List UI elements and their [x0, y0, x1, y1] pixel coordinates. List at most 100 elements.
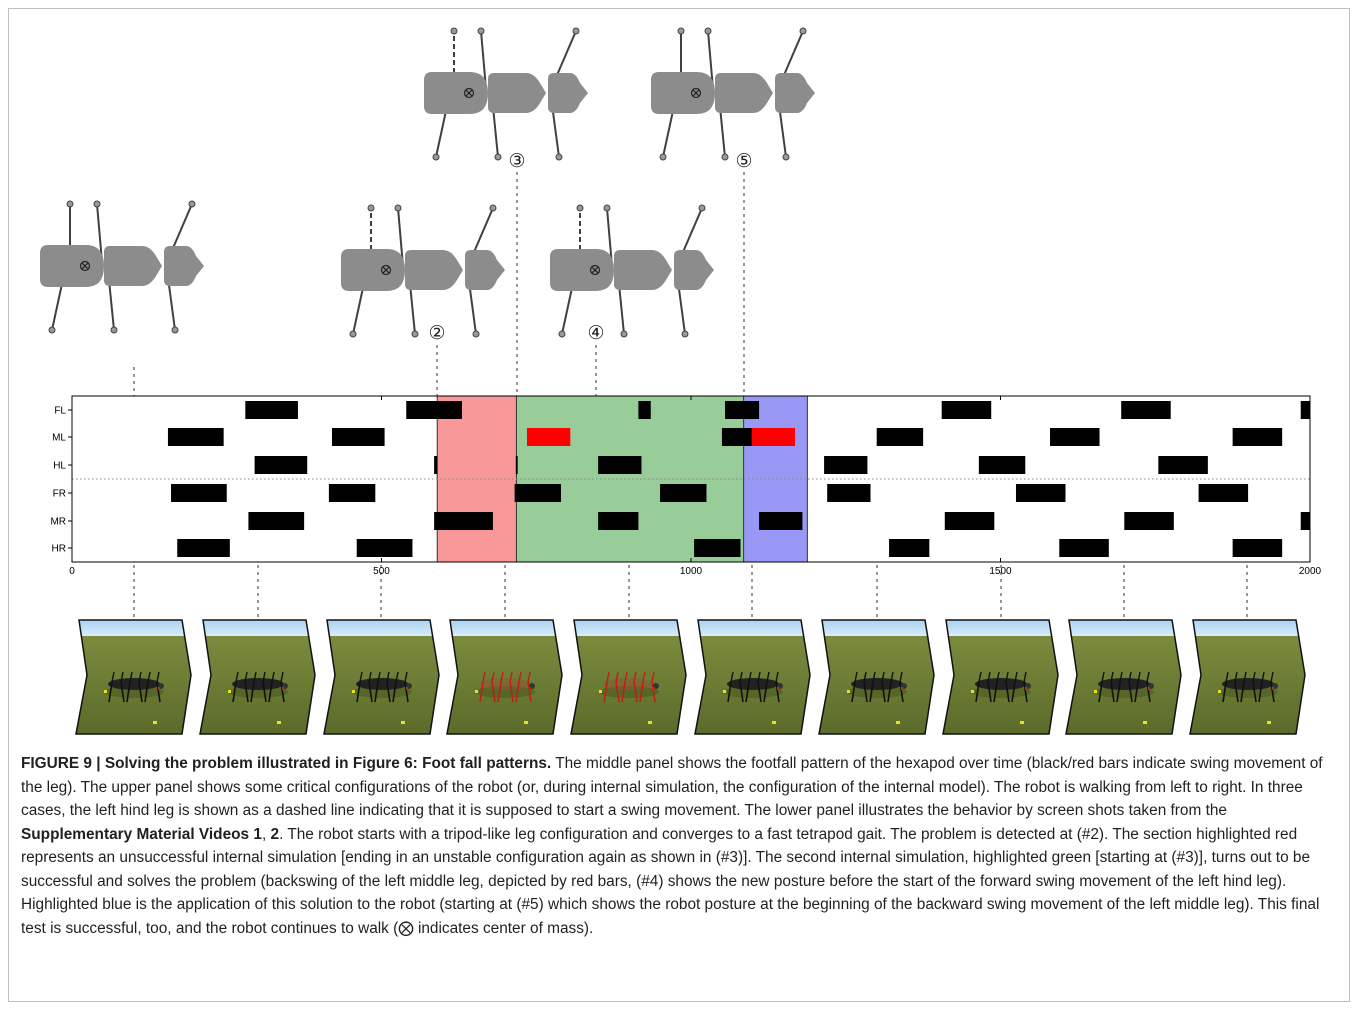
- marker-dot: [599, 690, 602, 693]
- robot-leg: [1005, 681, 1010, 703]
- center-of-mass-cross: [591, 266, 599, 274]
- robot-hind-segment: [775, 73, 815, 113]
- robot-leg: [386, 681, 391, 703]
- swing-bar: [1124, 512, 1174, 530]
- robot-leg: [144, 681, 149, 703]
- robot-middle-segment: [405, 250, 463, 290]
- caption-bold-reference: Supplementary Material Videos 1: [21, 825, 262, 843]
- marker-dot: [1143, 721, 1147, 724]
- caption-text-2: . The robot starts with a tripod-like le…: [21, 825, 1320, 937]
- robot-leg: [887, 681, 892, 703]
- swing-bar: [944, 512, 995, 530]
- foot-joint: [66, 200, 74, 208]
- robot-leg: [651, 671, 655, 683]
- robot-body: [603, 678, 655, 690]
- robot-leg: [280, 671, 284, 683]
- screenshot-scene: [819, 620, 934, 734]
- robot-leg: [147, 671, 151, 683]
- marker-dot: [1025, 687, 1027, 690]
- robot-leg: [1011, 681, 1016, 703]
- robot-leg: [763, 681, 768, 703]
- foot-joint: [558, 330, 566, 338]
- foot-joint: [704, 27, 712, 35]
- x-tick-label: 1500: [989, 566, 1012, 577]
- marker-dot: [228, 690, 231, 693]
- robot-leg: [1005, 671, 1009, 683]
- robot-leg: [987, 671, 991, 683]
- robot-leg: [108, 681, 113, 703]
- robot-leg: [1098, 681, 1103, 703]
- foot-joint: [188, 200, 196, 208]
- sky: [76, 620, 191, 636]
- swing-bar: [254, 456, 308, 474]
- robot-leg: [397, 207, 404, 267]
- robot-front-segment: [424, 72, 488, 114]
- robot-leg: [156, 681, 161, 703]
- marker-dot: [475, 690, 478, 693]
- screenshot-strip: [75, 619, 1306, 735]
- marker-dot: [896, 721, 900, 724]
- swing-bar: [725, 401, 760, 419]
- robot-body: [108, 678, 160, 690]
- robot-leg: [129, 671, 133, 683]
- screenshot-border: [199, 619, 316, 735]
- robot-leg: [515, 681, 520, 703]
- robot-hind-segment: [164, 246, 204, 286]
- foot-joint: [698, 204, 706, 212]
- robot-leg: [707, 30, 714, 90]
- swing-bar: [1050, 428, 1100, 446]
- robot-leg: [881, 681, 886, 703]
- robot-leg: [1110, 671, 1114, 683]
- robot-leg: [1270, 681, 1275, 703]
- robot-leg: [368, 671, 372, 683]
- figure-frame: [8, 8, 1350, 1002]
- robot-leg: [395, 671, 399, 683]
- robot-leg: [1116, 681, 1121, 703]
- screenshot-scene: [76, 620, 191, 734]
- robot-leg: [491, 671, 495, 683]
- robot-leg: [996, 671, 1000, 683]
- marker-dot: [1218, 690, 1221, 693]
- swing-bar: [171, 484, 227, 502]
- robot-middle-segment: [715, 73, 773, 113]
- sky: [1190, 620, 1305, 636]
- robot-leg: [1146, 671, 1150, 683]
- robot-configuration: [341, 204, 505, 338]
- robot-leg: [727, 681, 732, 703]
- foot-joint: [489, 204, 497, 212]
- robot-leg: [1014, 671, 1018, 683]
- marker-dot: [153, 721, 157, 724]
- robot-leg: [1234, 681, 1239, 703]
- robot-front-segment: [651, 72, 715, 114]
- center-of-mass-cross: [465, 89, 473, 97]
- figure-caption: FIGURE 9 | Solving the problem illustrat…: [21, 752, 1341, 940]
- swing-bar: [598, 456, 642, 474]
- screenshot-border: [1189, 619, 1306, 735]
- backswing-bar: [751, 428, 795, 446]
- foot-joint: [477, 27, 485, 35]
- robot-leg: [1222, 681, 1227, 703]
- swing-bar: [245, 401, 298, 419]
- robot-leg: [606, 207, 613, 267]
- marker-dot: [401, 721, 405, 724]
- robot-leg: [748, 671, 752, 683]
- leg-label-fr: FR: [53, 489, 66, 500]
- sky: [200, 620, 315, 636]
- robot-leg: [527, 681, 532, 703]
- foot-joint: [411, 330, 419, 338]
- robot-leg: [615, 671, 619, 683]
- simulation-screenshot-icon: [446, 619, 563, 735]
- robot-leg: [404, 681, 409, 703]
- robot-leg: [863, 681, 868, 703]
- sky: [447, 620, 562, 636]
- screenshot-scene: [447, 620, 562, 734]
- sky: [324, 620, 439, 636]
- foot-joint: [110, 326, 118, 334]
- center-of-mass-icon: [589, 264, 601, 276]
- simulation-screenshot-icon: [942, 619, 1059, 735]
- center-of-mass-cross: [81, 262, 89, 270]
- marker-dot: [104, 690, 107, 693]
- robot-hind-segment: [465, 250, 505, 290]
- leg-label-mr: MR: [50, 517, 66, 528]
- swing-bar: [1059, 539, 1109, 557]
